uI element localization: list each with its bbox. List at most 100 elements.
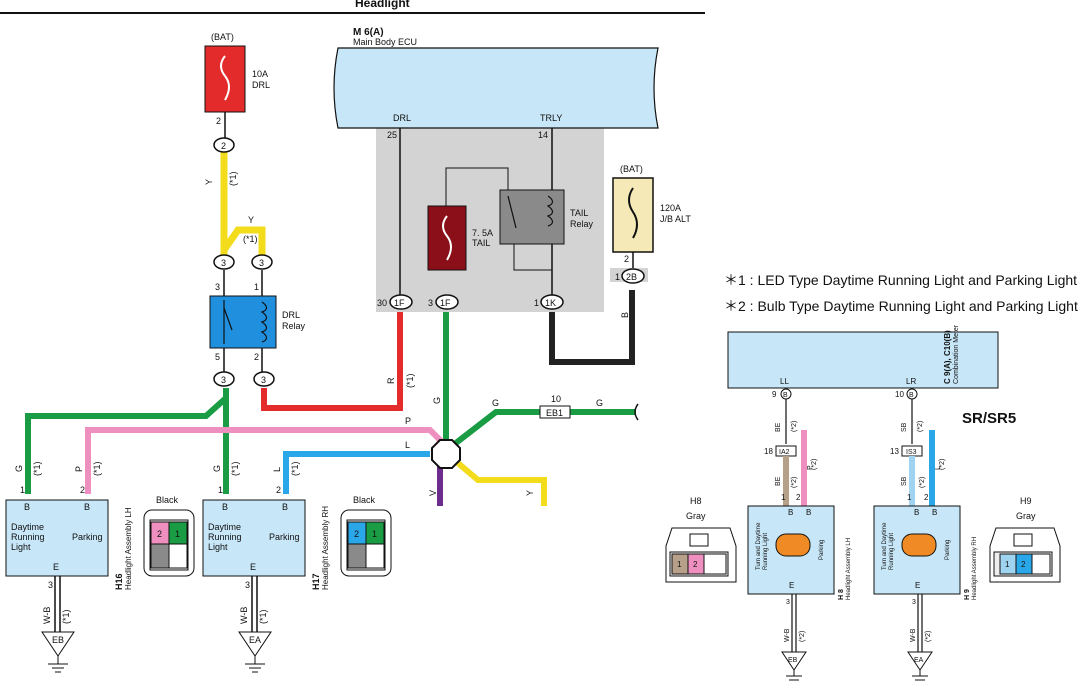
h16-ground-pin: 3 [48, 580, 53, 590]
h16-b-left: B [24, 502, 30, 512]
wire-label-g-h17: G [212, 465, 222, 472]
mark-star1-h17-ground: (*1) [258, 609, 268, 624]
connector-2 [213, 137, 235, 153]
h8-b-right: B [806, 508, 811, 517]
mark-star1-g-h16: (*1) [32, 461, 42, 476]
connector-eb1 [539, 405, 571, 419]
note-bulb-type: ＊2 : Bulb Type Daytime Running Light and… [724, 298, 1078, 314]
fuse-jb-name: J/B ALT [660, 214, 691, 224]
h9-bulb-icon [901, 533, 937, 557]
pin-1-trly: 1 [534, 298, 539, 308]
ground-ea-right-label: EA [914, 657, 924, 664]
h16-drl-line1: Daytime [11, 522, 44, 532]
wire-label-sb: SB [901, 476, 908, 486]
wire-label-be-top: BE [775, 422, 782, 432]
h16-connector-color: Black [156, 495, 179, 505]
fuse-tail-element-icon [442, 215, 452, 261]
mark-star1-y: (*1) [228, 171, 238, 186]
h16-parking: Parking [72, 532, 103, 542]
h17-b-right: B [282, 502, 288, 512]
meter-pin-10: 10 [895, 390, 904, 399]
wire-label-p: P [405, 416, 411, 426]
connector-2b-label: 2B [626, 272, 637, 282]
wire-y-branch [221, 226, 266, 258]
tail-relay [499, 189, 565, 245]
h8-code: H8 [690, 496, 702, 506]
h17-face-pin2: 2 [354, 529, 359, 539]
mark-star1-h16-ground: (*1) [61, 609, 71, 624]
meter-pin-b-left [780, 388, 792, 400]
h17-pin-2: 2 [276, 485, 281, 495]
h9-pin-2: 2 [924, 493, 929, 502]
ecu-name: Main Body ECU [353, 37, 417, 47]
meter-name: Combination Meter [953, 324, 960, 384]
h8-pin-2: 2 [796, 493, 801, 502]
ground-eb-icon [41, 631, 75, 657]
relay-block-area [376, 128, 604, 312]
h17-ground-pin: 3 [245, 580, 250, 590]
mark-star2-l-h9: (*2) [939, 459, 946, 470]
fuse-drl [204, 45, 246, 113]
wire-label-y-right: Y [525, 490, 535, 496]
wire-label-g-vertical: G [432, 397, 442, 404]
h16-b-right: B [84, 502, 90, 512]
ia2-pin-18: 18 [764, 447, 773, 456]
wire-label-l: L [405, 440, 410, 450]
mark-star2-be-top: (*2) [791, 421, 798, 432]
jb-pin-2: 2 [624, 254, 629, 264]
meter-code: C 9(A), C10(B) [943, 330, 952, 384]
mark-star2-sb: (*2) [919, 477, 926, 488]
connector-1f-a [389, 294, 413, 310]
h8-turn-label2: Running Light [763, 533, 769, 570]
connector-ia2-label: IA2 [779, 449, 790, 456]
h9-pin-1: 1 [907, 493, 912, 502]
combination-meter [727, 331, 999, 389]
wire-label-b: B [620, 312, 630, 318]
connector-2b [621, 268, 645, 284]
h9-connector-color: Gray [1016, 511, 1036, 521]
ecu-drl-pin: 25 [387, 130, 397, 140]
h16-code: H16 [114, 573, 124, 590]
h9-face-pin1: 1 [1005, 560, 1010, 569]
ground-ea-label: EA [249, 635, 261, 645]
note-led-type: ＊1 : LED Type Daytime Running Light and … [724, 272, 1078, 288]
fuse-drl-name: DRL [252, 80, 270, 90]
ground-eb-right-icon [781, 651, 807, 671]
connector-3-c-label: 3 [221, 375, 226, 385]
h9-side-code: H 9 [964, 589, 971, 600]
h8-connector-color: Gray [686, 511, 706, 521]
mark-star2-h9-ground: (*2) [925, 631, 932, 642]
tail-relay-switch-icon [507, 195, 517, 229]
h16-drl-line2: Running [11, 532, 45, 542]
connector-3-b-label: 3 [259, 258, 264, 268]
h16-e: E [53, 562, 59, 572]
jb-pin-1: 1 [615, 272, 620, 282]
mark-star2-h8-ground: (*2) [799, 631, 806, 642]
drl-relay-coil-icon [260, 301, 268, 343]
h8-face-pin1: 1 [677, 560, 682, 569]
meter-pin-9: 9 [772, 390, 777, 399]
relay-pin-5: 5 [215, 352, 220, 362]
connector-3-c [213, 371, 235, 387]
ground-eb-label: EB [52, 635, 64, 645]
drl-relay-label2: Relay [282, 321, 306, 331]
h9-code: H9 [1020, 496, 1032, 506]
h17-drl-line1: Daytime [208, 522, 241, 532]
h17-name: Headlight Assembly RH [321, 506, 330, 590]
mark-star1-y-branch: (*1) [243, 234, 258, 244]
fuse-jb-rating: 120A [660, 203, 681, 213]
h17-drl-line3: Light [208, 542, 228, 552]
ground-ea-right-icon [907, 651, 933, 671]
h17-connector-color: Black [353, 495, 376, 505]
connector-3-d-label: 3 [261, 375, 266, 385]
sr-sr5-label: SR/SR5 [962, 410, 1017, 427]
page-title: Headlight [355, 0, 410, 10]
connector-eb1-label: EB1 [546, 408, 563, 418]
wire-g-end-mark [634, 403, 639, 421]
h9-turn-label: Turn and Daytime [882, 522, 888, 570]
mark-star2-be: (*2) [791, 477, 798, 488]
h16-name: Headlight Assembly LH [124, 507, 133, 590]
meter-pin-b-left-label: B [783, 392, 788, 399]
h9-e: E [915, 581, 920, 590]
wire-label-y-branch: Y [248, 215, 254, 225]
